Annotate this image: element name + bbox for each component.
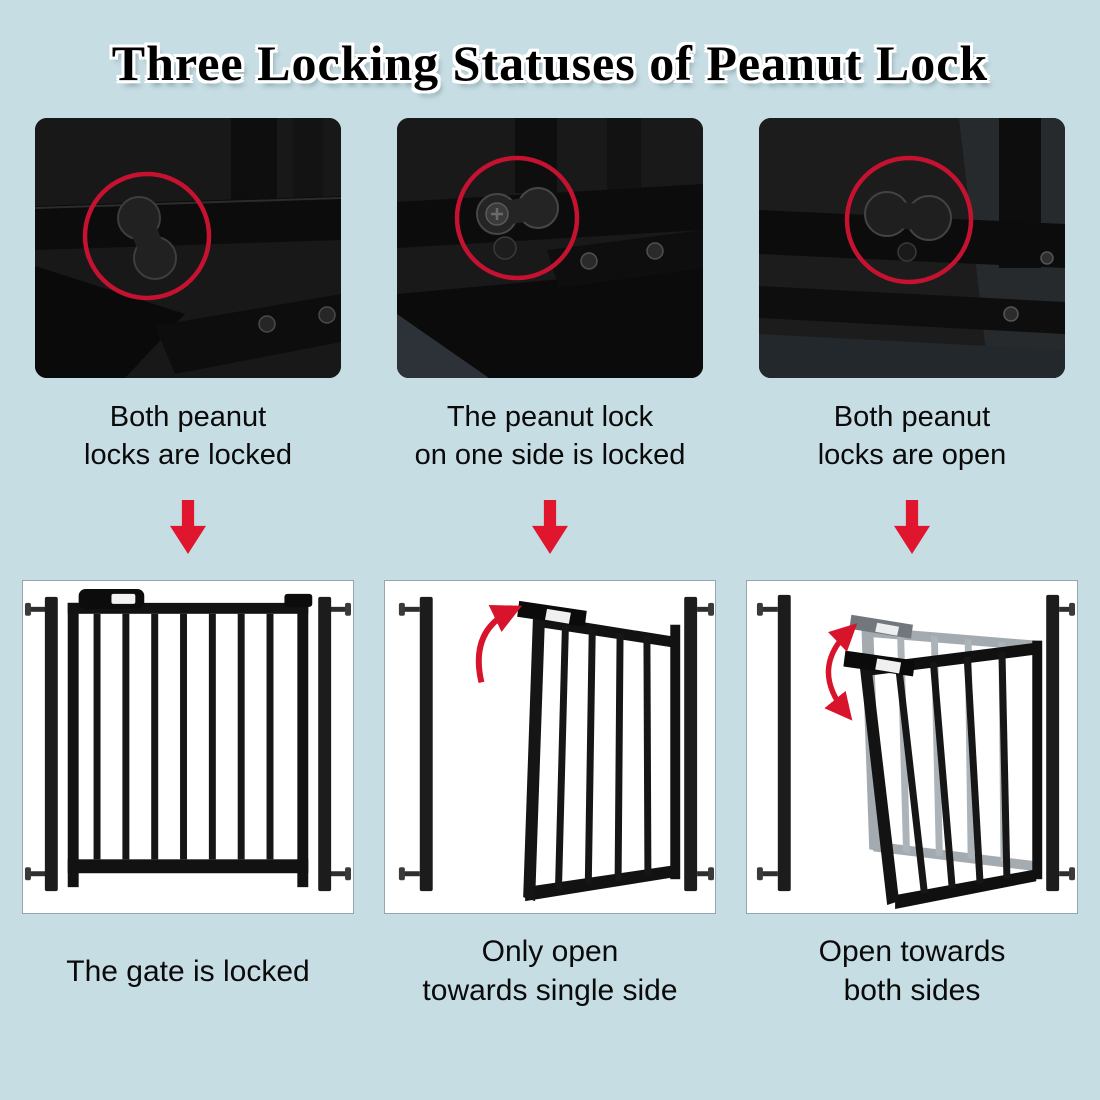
column-one-side-locked: The peanut lock on one side is locked <box>380 118 720 1014</box>
lock-closeup-one-side-illustration <box>397 118 703 378</box>
highlight-circle <box>454 155 580 281</box>
swing-arrow-icon <box>475 605 523 684</box>
down-arrow-icon <box>532 500 568 554</box>
lock-closeup-both-locked-illustration <box>35 118 341 378</box>
gate-handle-icon <box>78 588 145 609</box>
gate-single-open-image <box>384 580 716 914</box>
caption-both-open: Both peanut locks are open <box>817 400 1007 471</box>
peanut-lock-horizontal-icon <box>476 187 559 260</box>
caption-both-locked: Both peanut locks are locked <box>84 400 292 471</box>
columns-row: Both peanut locks are locked <box>0 118 1100 1014</box>
gate-single-open-illustration <box>398 596 715 902</box>
caption-one-side-locked: The peanut lock on one side is locked <box>414 400 686 471</box>
gate-closed-illustration <box>24 588 352 892</box>
lock-photo-one-side-locked <box>397 118 703 378</box>
column-both-locked: Both peanut locks are locked <box>18 118 358 1014</box>
highlight-circle <box>82 171 212 301</box>
peanut-lock-open-icon <box>864 191 952 262</box>
page-title: Three Locking Statuses of Peanut Lock <box>111 35 989 91</box>
gate-locked-image <box>22 580 354 914</box>
gate-both-open-image <box>746 580 1078 914</box>
caption-gate-locked: The gate is locked <box>66 954 310 988</box>
caption-single-side: Only open towards single side <box>422 935 678 1007</box>
highlight-circle <box>844 155 974 285</box>
gate-handle-icon <box>843 650 915 677</box>
down-arrow-icon <box>894 500 930 554</box>
down-arrow-icon <box>170 500 206 554</box>
gate-both-open-illustration <box>756 594 1076 910</box>
double-swing-arrow-icon <box>824 623 858 721</box>
peanut-lock-vertical-icon <box>117 196 177 280</box>
gate-handle-icon <box>517 600 587 627</box>
lock-photo-both-open <box>759 118 1065 378</box>
lock-photo-both-locked <box>35 118 341 378</box>
lock-closeup-both-open-illustration <box>759 118 1065 378</box>
column-both-open: Both peanut locks are open <box>742 118 1082 1014</box>
caption-both-sides: Open towards both sides <box>818 935 1006 1007</box>
